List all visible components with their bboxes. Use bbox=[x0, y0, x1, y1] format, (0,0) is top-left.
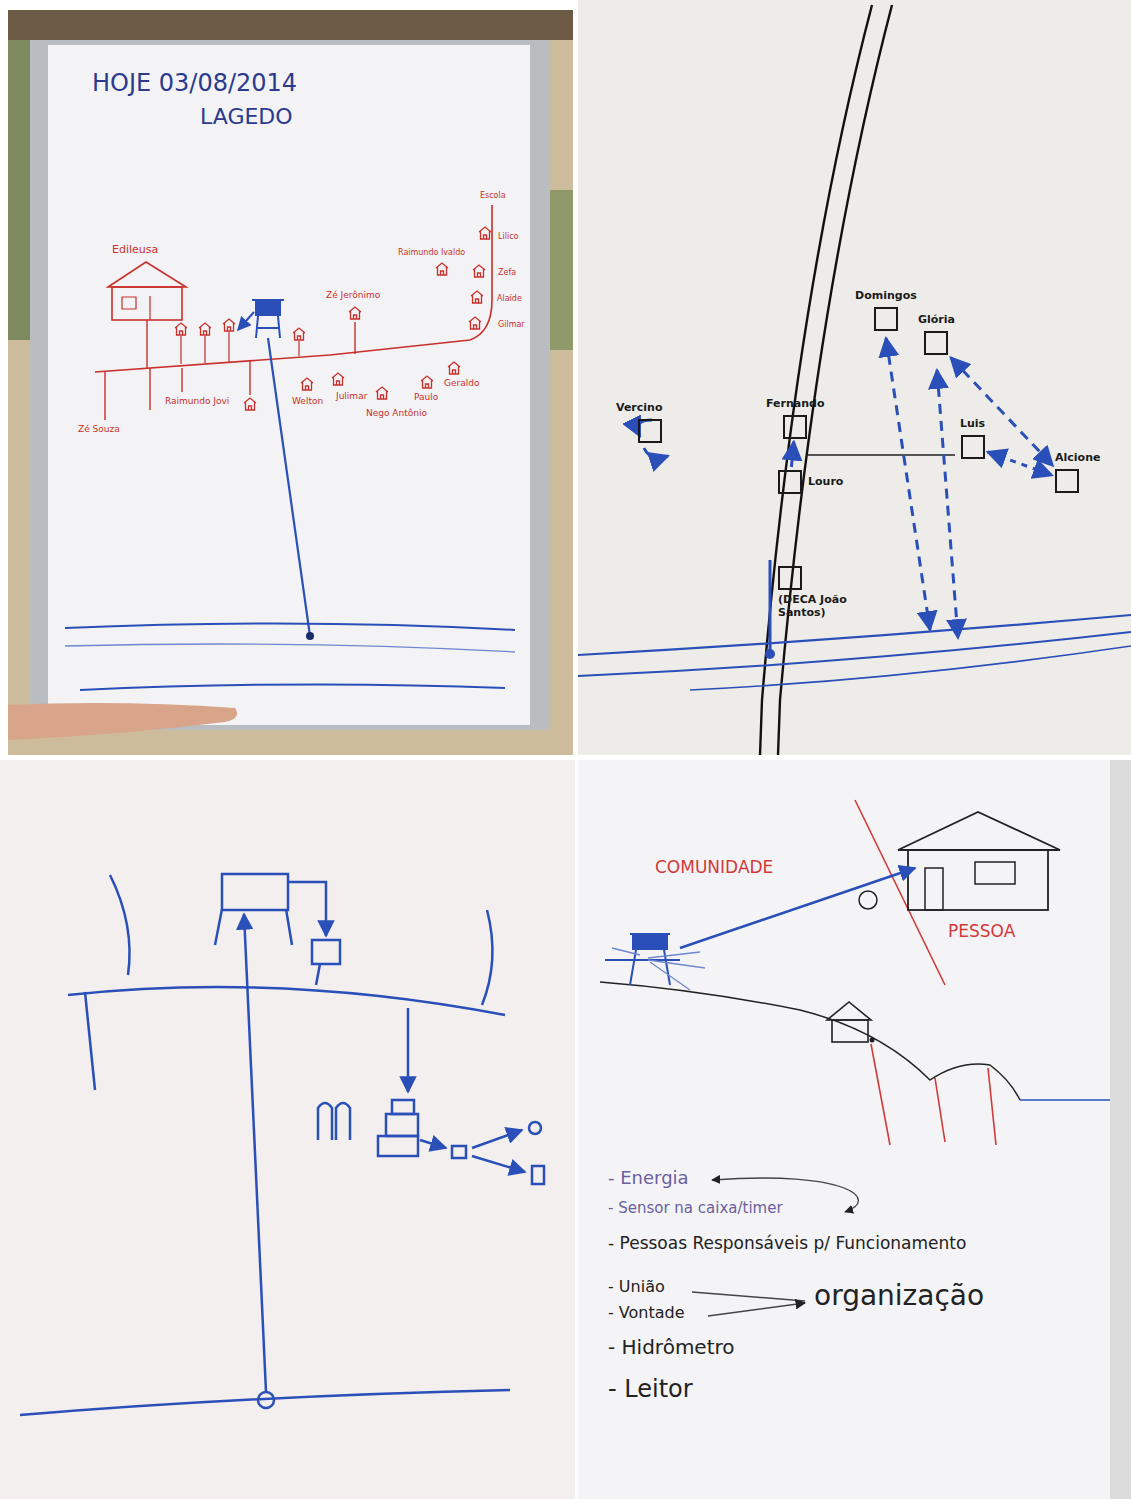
place-name: Escola bbox=[480, 191, 506, 200]
resident-name: Zé Jerônimo bbox=[326, 290, 380, 300]
house-node: Fernando bbox=[766, 398, 824, 439]
house-node: Luis bbox=[960, 418, 985, 459]
list-item: - União bbox=[608, 1278, 665, 1296]
house-node: Vercino bbox=[616, 402, 662, 443]
list-item: - Pessoas Responsáveis p/ Funcionamento bbox=[608, 1234, 966, 1254]
resident-name: Julimar bbox=[336, 391, 367, 401]
connector-arrow bbox=[951, 358, 1053, 466]
house-box bbox=[778, 566, 802, 590]
house-name: (DECA João Santos) bbox=[778, 594, 866, 619]
house-node: Glória bbox=[918, 314, 955, 355]
house-name: Glória bbox=[918, 314, 955, 327]
resident-name: Raimundo Ivaldo bbox=[398, 248, 465, 257]
resident-name: Alaíde bbox=[497, 294, 522, 303]
photo-panel-1 bbox=[8, 10, 573, 755]
resident-name: Zé Souza bbox=[78, 424, 120, 434]
house-node: Alcione bbox=[1055, 452, 1100, 493]
list-item: - Hidrômetro bbox=[608, 1336, 735, 1359]
house-name: Fernando bbox=[766, 398, 824, 411]
house-box bbox=[924, 331, 948, 355]
resident-name: Welton bbox=[292, 396, 323, 406]
house-name: Vercino bbox=[616, 402, 662, 415]
resident-name: Nego Antônio bbox=[366, 408, 427, 418]
connector-arrow bbox=[988, 452, 1052, 475]
result-label: organização bbox=[814, 1280, 984, 1312]
resident-name: Zefa bbox=[498, 268, 516, 277]
list-item: - Sensor na caixa/timer bbox=[608, 1200, 783, 1217]
resident-name: Edileusa bbox=[112, 244, 158, 257]
house-name: Louro bbox=[808, 476, 843, 489]
title-text: HOJE 03/08/2014 bbox=[92, 70, 297, 98]
list-item: - Leitor bbox=[608, 1376, 693, 1404]
photo-panel-2 bbox=[578, 0, 1131, 755]
place-name: LAGEDO bbox=[200, 104, 293, 129]
house-name: Domingos bbox=[855, 290, 917, 303]
resident-name: Lilico bbox=[498, 232, 518, 241]
house-box bbox=[638, 419, 662, 443]
house-box bbox=[783, 415, 807, 439]
list-item: - Energia bbox=[608, 1168, 689, 1189]
house-name: Alcione bbox=[1055, 452, 1100, 465]
house-box bbox=[961, 435, 985, 459]
house-box bbox=[1055, 469, 1079, 493]
house-box bbox=[778, 470, 802, 494]
photo-panel-4 bbox=[578, 760, 1131, 1499]
resident-name: Geraldo bbox=[444, 378, 479, 388]
region-label: PESSOA bbox=[948, 922, 1015, 942]
house-node: Louro bbox=[778, 470, 843, 494]
resident-name: Raimundo Jovi bbox=[165, 396, 229, 406]
house-node: Domingos bbox=[855, 290, 917, 331]
resident-name: Gilmar bbox=[498, 320, 525, 329]
house-box bbox=[874, 307, 898, 331]
region-label: COMUNIDADE bbox=[655, 858, 773, 878]
photo-panel-3 bbox=[0, 760, 575, 1499]
resident-name: Paulo bbox=[414, 392, 438, 402]
house-name: Luis bbox=[960, 418, 985, 431]
connector-arrow bbox=[791, 442, 793, 467]
house-node: (DECA João Santos) bbox=[778, 566, 866, 619]
list-item: - Vontade bbox=[608, 1304, 685, 1322]
